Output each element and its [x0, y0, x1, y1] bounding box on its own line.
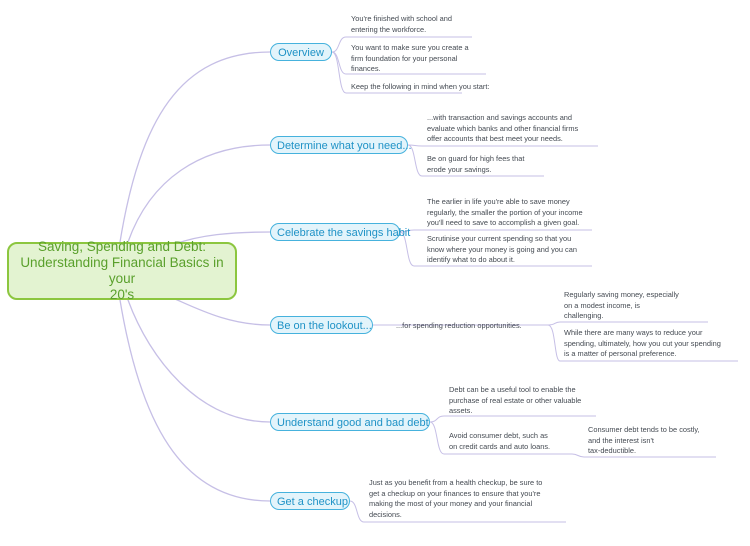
note-line: entering the workforce. — [351, 24, 427, 34]
note-overview-3: Keep the following in mind when you star… — [351, 82, 489, 93]
note-line: making the most of your money and your f… — [369, 499, 533, 508]
topic-celebrate-savings-habit[interactable]: Celebrate the savings habit — [270, 223, 410, 241]
note-line: Regularly saving money, especially — [564, 290, 679, 299]
central-topic-line: 20's — [109, 287, 135, 302]
note-debt-1: Debt can be a useful tool to enable the … — [449, 385, 581, 417]
note-line: challenging. — [564, 311, 604, 320]
note-line: You're finished with school and — [351, 14, 452, 23]
note-debt-2: Avoid consumer debt, such as on credit c… — [449, 431, 550, 452]
note-line: on a modest income, is — [564, 300, 640, 310]
note-line: assets. — [449, 406, 473, 415]
note-line: erode your savings. — [427, 164, 492, 174]
note-line: purchase of real estate or other valuabl… — [449, 395, 582, 405]
note-line: Avoid consumer debt, such as — [449, 431, 548, 440]
note-line: Be on guard for high fees that — [427, 154, 525, 163]
note-line: spending, ultimately, how you cut your s… — [564, 338, 721, 348]
note-overview-2: You want to make sure you create a firm … — [351, 43, 469, 75]
note-line: Keep the following in mind when you star… — [351, 82, 490, 91]
note-line: You want to make sure you create a — [351, 43, 469, 52]
note-determine-2: Be on guard for high fees that erode you… — [427, 154, 524, 175]
note-line: tax-deductible. — [588, 446, 637, 455]
note-line: evaluate which banks and other financial… — [427, 123, 579, 133]
note-line: Just as you benefit from a health checku… — [369, 478, 543, 487]
note-line: identify what to do about it. — [427, 255, 515, 264]
note-line: regularly, the smaller the portion of yo… — [427, 207, 583, 217]
note-celebrate-1: The earlier in life you're able to save … — [427, 197, 583, 229]
subnote-lookout-1: Regularly saving money, especially on a … — [564, 290, 679, 322]
note-line: and the interest isn't — [588, 435, 654, 445]
note-determine-1: ...with transaction and savings accounts… — [427, 113, 578, 145]
topic-be-on-the-lookout[interactable]: Be on the lookout... — [270, 316, 373, 334]
note-line: is a matter of personal preference. — [564, 349, 677, 358]
note-line: ...with transaction and savings accounts… — [427, 113, 573, 122]
note-line: Consumer debt tends to be costly, — [588, 425, 700, 434]
topic-determine-what-you-need[interactable]: Determine what you need... — [270, 136, 412, 154]
note-line: get a checkup on your finances to ensure… — [369, 488, 541, 498]
connector-determine — [127, 144, 271, 243]
subnote-lookout-2: While there are many ways to reduce your… — [564, 328, 721, 360]
note-celebrate-2: Scrutinise your current spending so that… — [427, 234, 577, 266]
connector-lookout — [174, 298, 271, 326]
note-overview-1: You're finished with school and entering… — [351, 14, 452, 35]
note-line: The earlier in life you're able to save … — [427, 197, 570, 206]
topic-understand-good-and-bad-debt[interactable]: Understand good and bad debt — [270, 413, 430, 431]
note-line: finances. — [351, 64, 381, 73]
subnote-debt-1: Consumer debt tends to be costly, and th… — [588, 425, 700, 457]
note-line: Debt can be a useful tool to enable the — [449, 385, 576, 394]
note-line: know where your money is going and you c… — [427, 244, 577, 254]
note-line: ...for spending reduction opportunities. — [396, 321, 522, 330]
connector-checkup — [119, 299, 271, 502]
note-line: on credit cards and auto loans. — [449, 441, 551, 451]
connector-debt — [127, 299, 271, 423]
note-lookout-1: ...for spending reduction opportunities. — [396, 321, 522, 332]
central-topic[interactable]: Saving, Spending and Debt: Understanding… — [7, 239, 237, 302]
note-line: Scrutinise your current spending so that… — [427, 234, 572, 243]
topic-overview[interactable]: Overview — [270, 43, 332, 61]
note-line: offer accounts that best meet your needs… — [427, 134, 563, 143]
topic-get-a-checkup[interactable]: Get a checkup — [270, 492, 350, 510]
note-line: decisions. — [369, 509, 402, 519]
central-topic-line: Understanding Financial Basics in your — [20, 255, 224, 286]
note-line: firm foundation for your personal — [351, 53, 458, 63]
note-line: While there are many ways to reduce your — [564, 328, 703, 337]
note-line: you'll need to save to accomplish a give… — [427, 218, 580, 227]
connector-overview — [119, 51, 271, 243]
connector-celebrate — [174, 231, 271, 245]
central-topic-line: Saving, Spending and Debt: — [37, 239, 207, 254]
note-checkup-1: Just as you benefit from a health checku… — [369, 478, 542, 520]
